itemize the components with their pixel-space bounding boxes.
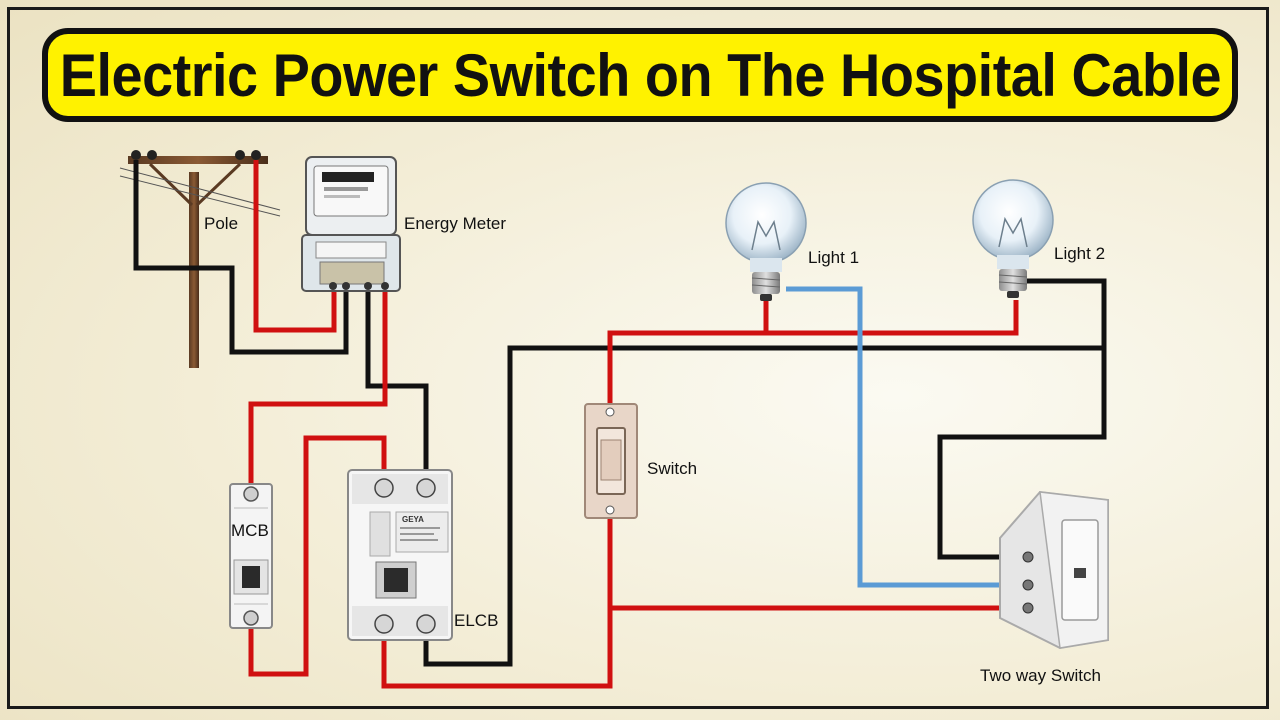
energy-meter	[301, 156, 401, 292]
title-banner: Electric Power Switch on The Hospital Ca…	[42, 28, 1238, 122]
light2-label: Light 2	[1054, 244, 1106, 263]
page-title: Electric Power Switch on The Hospital Ca…	[59, 41, 1221, 109]
elcb-label: ELCB	[454, 611, 499, 630]
neutral-wires	[133, 160, 1107, 667]
light1-label: Light 1	[808, 248, 860, 267]
diagram-frame	[7, 7, 1269, 709]
mcb-label: MCB	[231, 521, 269, 540]
two-way-switch-label: Two way Switch	[980, 666, 1101, 685]
pole-label: Pole	[204, 214, 239, 233]
light-bulb-2-icon	[972, 179, 1054, 298]
mcb-breaker-icon	[229, 483, 273, 629]
elcb-breaker-icon: GEYA	[347, 469, 453, 641]
elcb-brand-text: GEYA	[402, 515, 424, 524]
traveller-wire	[786, 286, 1028, 588]
light-bulb-1-icon	[725, 182, 807, 301]
switch-label: Switch	[647, 459, 698, 478]
two-way-switch-icon	[999, 490, 1109, 650]
wall-switch-icon	[584, 403, 638, 519]
energy-meter-label: Energy Meter	[404, 214, 507, 233]
phase-wires	[248, 160, 1028, 689]
